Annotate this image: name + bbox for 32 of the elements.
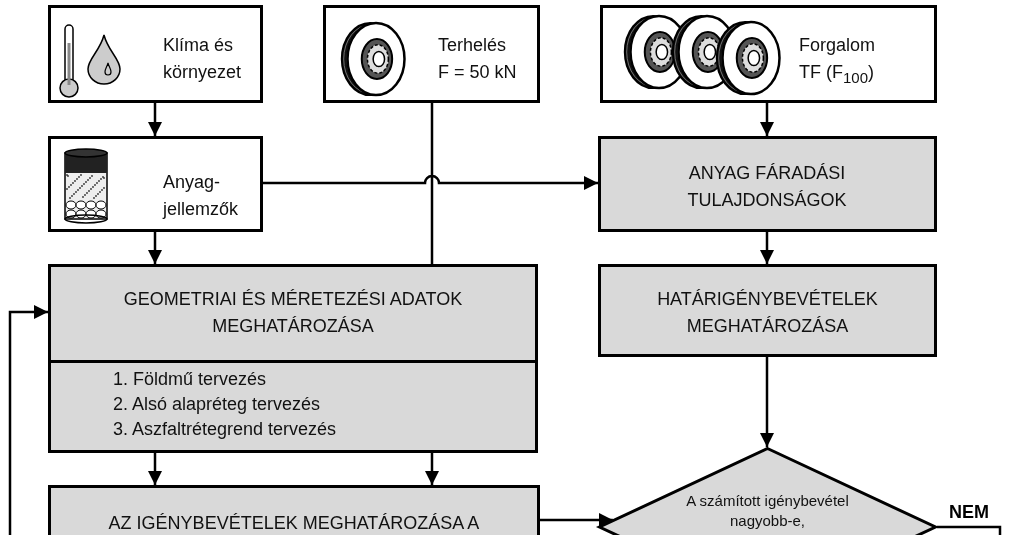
arrow [148, 232, 162, 264]
arrow [148, 103, 162, 136]
box-text: AZ IGÉNYBEVÉTELEK MEGHATÁROZÁSA A [107, 512, 481, 535]
box-heading: GEOMETRIAI ÉS MÉRETEZÉSI ADATOK MEGHATÁROZÁSA [122, 288, 464, 338]
arrow [540, 513, 613, 527]
input-box [48, 136, 263, 232]
process-box [598, 264, 937, 357]
arrow [148, 453, 162, 485]
list-item: 1. Földmű tervezés [113, 368, 267, 391]
decision-text: A számított igénybevétel nagyobb-e, [685, 491, 850, 531]
process-box [48, 485, 540, 535]
box-text: ANYAG FÁRADÁSI TULAJDONSÁGOK [686, 162, 848, 212]
connector-line [937, 525, 1002, 535]
list-item: 2. Alsó alapréteg tervezés [113, 393, 321, 416]
arrow [8, 305, 48, 535]
arrow [263, 174, 598, 190]
input-box [323, 5, 540, 103]
box-text: Forgalom TF (F$_{100}$) [799, 34, 877, 88]
box-text: HATÁRIGÉNYBEVÉTELEK MEGHATÁROZÁSA [656, 288, 879, 338]
connector-line [430, 103, 434, 264]
box-text: Terhelés F = 50 kN [438, 34, 518, 84]
arrow [760, 357, 774, 447]
input-box [600, 5, 937, 103]
process-box [48, 264, 538, 453]
process-box [598, 136, 937, 232]
arrow [760, 232, 774, 264]
input-box [48, 5, 263, 103]
box-text: Klíma és környezet [163, 34, 243, 84]
arrow [425, 453, 439, 485]
list-item: 3. Aszfaltrétegrend tervezés [113, 418, 337, 441]
box-text: Anyag-jellemzők [163, 171, 240, 221]
arrow [760, 103, 774, 136]
